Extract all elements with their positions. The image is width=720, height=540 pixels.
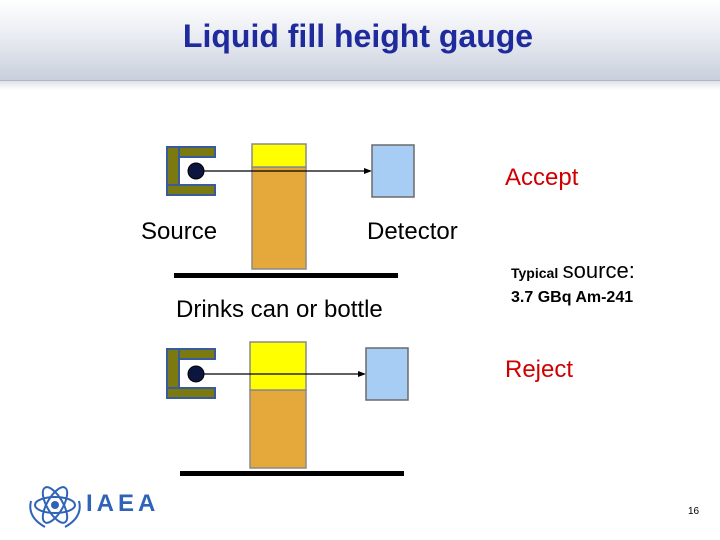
conveyor-line (180, 471, 404, 476)
container-label: Drinks can or bottle (176, 296, 383, 323)
accept-label: Accept (505, 164, 579, 191)
detector-box (371, 144, 415, 198)
typical-source-value: 3.7 GBq Am-241 (511, 289, 634, 306)
accept-setup (166, 143, 415, 278)
iaea-logo-text: IAEA (86, 490, 160, 517)
beam-arrowhead-icon (358, 371, 366, 377)
detector-box (365, 347, 409, 401)
header-shadow (0, 80, 720, 90)
container-liquid-top (249, 341, 307, 391)
reject-setup (166, 341, 409, 476)
source-holder-icon (166, 348, 216, 399)
typical-source-word: source: (562, 258, 635, 283)
source-label: Source (141, 218, 218, 245)
source-holder-icon (166, 146, 216, 196)
typical-source-prefix: Typical (511, 265, 559, 281)
slide-title: Liquid fill height gauge (182, 18, 534, 54)
page-number: 16 (688, 506, 700, 517)
container-body (249, 389, 307, 469)
conveyor-line (174, 273, 398, 278)
radioactive-source-icon (187, 365, 205, 383)
container-body (251, 166, 307, 270)
radioactive-source-icon (187, 162, 205, 180)
slide-header (0, 0, 720, 81)
reject-label: Reject (505, 356, 574, 383)
detector-label: Detector (367, 218, 458, 245)
iaea-emblem-icon (29, 486, 81, 528)
beam-arrowhead-icon (364, 168, 372, 174)
typical-source-caption: Typical source: (511, 258, 635, 284)
container-liquid-top (251, 143, 307, 168)
